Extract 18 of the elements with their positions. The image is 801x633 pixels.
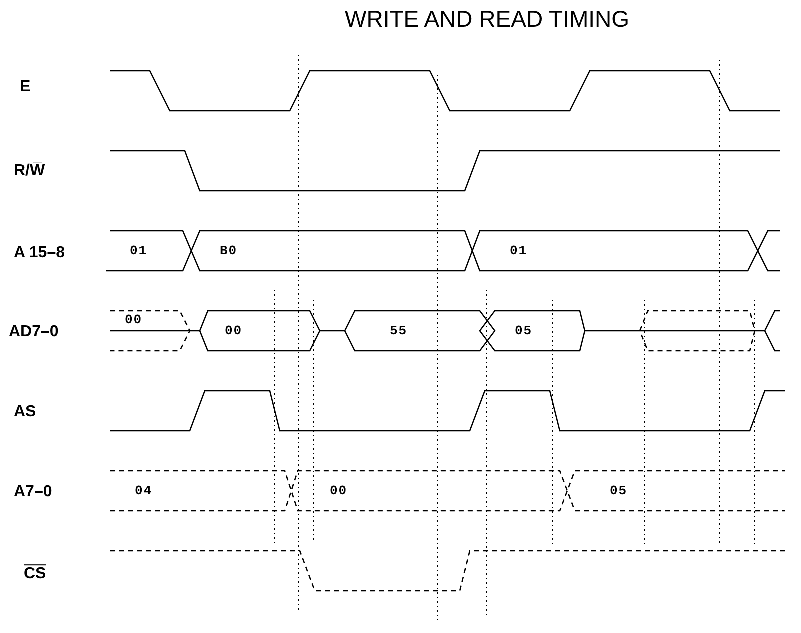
- bus-value: 00: [225, 324, 243, 338]
- bus-value: 05: [515, 324, 533, 338]
- bus-value: B0: [220, 244, 238, 258]
- signal-name: AD7–0: [9, 322, 59, 343]
- signal-name: R/W̅: [14, 162, 46, 182]
- bus-value: 00: [125, 312, 143, 328]
- diagram-title: WRITE AND READ TIMING: [345, 6, 630, 33]
- signal-name: CS: [24, 564, 46, 585]
- bus-value: 01: [130, 244, 148, 258]
- signal-name: A 15–8: [14, 244, 65, 264]
- bus-value: 04: [135, 484, 153, 498]
- signal-name: E: [20, 78, 31, 98]
- bus-value: 05: [610, 484, 628, 498]
- signal-name: A7–0: [14, 482, 52, 503]
- bus-value: 01: [510, 244, 528, 258]
- bus-value: 55: [390, 324, 408, 338]
- bus-value: 00: [330, 484, 348, 498]
- signal-name: AS: [14, 402, 36, 423]
